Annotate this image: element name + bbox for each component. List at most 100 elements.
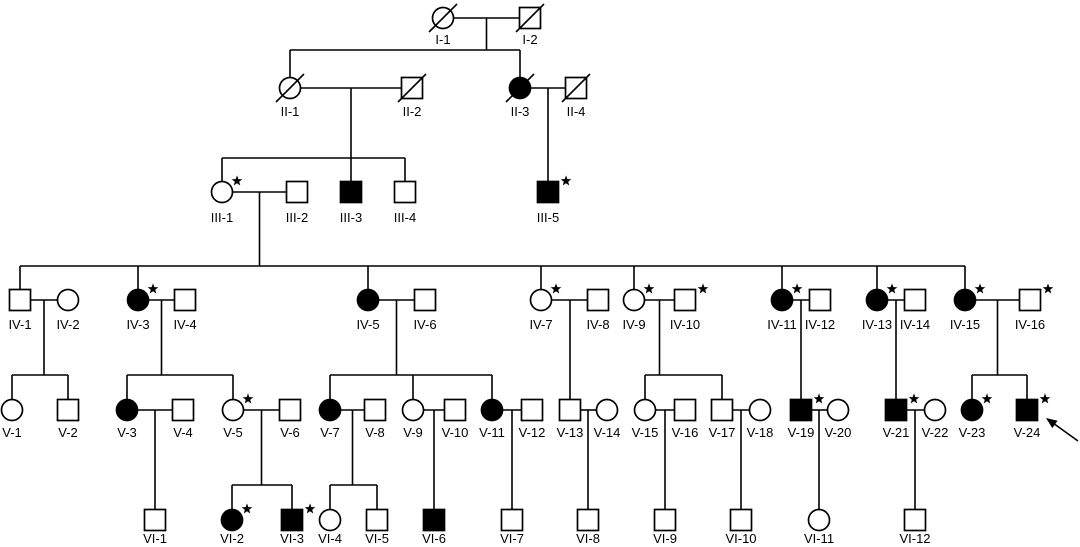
affected-male-square-icon xyxy=(536,180,560,204)
individual-label: III-2 xyxy=(286,210,308,225)
male-square-icon xyxy=(576,508,600,532)
star-icon xyxy=(886,283,898,294)
star-icon xyxy=(1042,283,1054,294)
proband-arrow-icon xyxy=(1046,418,1058,429)
individual-i-2: I-2 xyxy=(515,3,545,47)
star-icon xyxy=(908,393,920,404)
individual-label: V-17 xyxy=(709,425,736,440)
individual-label: IV-2 xyxy=(56,317,79,332)
individual-label: IV-6 xyxy=(413,317,436,332)
individual-label: V-15 xyxy=(632,425,659,440)
individual-label: III-1 xyxy=(211,210,233,225)
star-icon xyxy=(147,283,159,294)
individual-vi-5: VI-5 xyxy=(365,508,389,546)
individual-vi-2: VI-2 xyxy=(220,503,253,546)
individual-v-19: V-19 xyxy=(788,393,825,440)
individual-v-7: V-7 xyxy=(318,398,342,440)
star-icon xyxy=(981,393,993,404)
individual-v-17: V-17 xyxy=(709,398,736,440)
individual-label: VI-9 xyxy=(653,531,677,546)
individual-iv-14: IV-14 xyxy=(900,288,930,332)
individual-label: VI-3 xyxy=(280,531,304,546)
individual-label: IV-12 xyxy=(805,317,835,332)
male-square-icon xyxy=(285,180,309,204)
female-circle-icon xyxy=(318,508,342,532)
individual-iv-4: IV-4 xyxy=(173,288,197,332)
female-circle-icon xyxy=(748,398,772,422)
affected-male-square-icon xyxy=(789,398,813,422)
affected-male-square-icon xyxy=(884,398,908,422)
affected-female-circle-icon xyxy=(770,288,794,312)
deceased-slash-icon xyxy=(505,73,535,103)
affected-male-square-icon xyxy=(422,508,446,532)
individual-iv-8: IV-8 xyxy=(586,288,610,332)
individual-label: V-2 xyxy=(58,425,78,440)
individual-ii-2: II-2 xyxy=(397,73,427,119)
individual-label: IV-10 xyxy=(670,317,700,332)
male-square-icon xyxy=(363,398,387,422)
affected-female-circle-icon xyxy=(126,288,150,312)
star-icon xyxy=(241,503,253,514)
star-icon xyxy=(304,503,316,514)
individual-v-10: V-10 xyxy=(442,398,468,440)
individual-v-13: V-13 xyxy=(557,398,583,440)
individual-label: III-5 xyxy=(537,210,559,225)
female-circle-icon xyxy=(923,398,947,422)
male-square-icon xyxy=(173,288,197,312)
male-square-icon xyxy=(586,288,610,312)
affected-female-circle-icon xyxy=(865,288,889,312)
female-circle-icon xyxy=(807,508,831,532)
affected-male-square-icon xyxy=(1015,398,1039,422)
star-icon xyxy=(1039,393,1051,404)
individual-vi-1: VI-1 xyxy=(143,508,167,546)
individual-v-6: V-6 xyxy=(278,398,302,440)
individual-vi-12: VI-12 xyxy=(899,508,931,546)
male-square-icon xyxy=(1018,288,1042,312)
affected-female-circle-icon xyxy=(480,398,504,422)
individual-label: V-7 xyxy=(320,425,340,440)
individual-label: III-3 xyxy=(340,210,362,225)
deceased-slash-icon xyxy=(275,73,305,103)
individual-label: VI-5 xyxy=(365,531,389,546)
individual-i-1: I-1 xyxy=(428,3,458,47)
individual-label: VI-2 xyxy=(220,531,244,546)
star-icon xyxy=(242,393,254,404)
individual-iv-16: IV-16 xyxy=(1015,283,1054,332)
individual-label: V-14 xyxy=(594,425,621,440)
individual-v-16: V-16 xyxy=(672,398,699,440)
male-square-icon xyxy=(710,398,734,422)
individual-label: V-21 xyxy=(883,425,910,440)
star-icon xyxy=(560,175,572,186)
deceased-slash-icon xyxy=(397,73,427,103)
relationship-lines xyxy=(11,17,1028,510)
individual-label: V-1 xyxy=(2,425,22,440)
affected-female-circle-icon xyxy=(356,288,380,312)
female-circle-icon xyxy=(0,398,24,422)
star-icon xyxy=(974,283,986,294)
individual-v-21: V-21 xyxy=(883,393,920,440)
individual-ii-1: II-1 xyxy=(275,73,305,119)
individual-vi-4: VI-4 xyxy=(318,508,342,546)
individual-label: IV-8 xyxy=(586,317,609,332)
male-square-icon xyxy=(393,180,417,204)
affected-female-circle-icon xyxy=(115,398,139,422)
individual-label: I-2 xyxy=(522,32,537,47)
individual-iv-15: IV-15 xyxy=(950,283,986,332)
star-icon xyxy=(231,175,243,186)
individual-label: IV-3 xyxy=(126,317,149,332)
individual-label: V-20 xyxy=(825,425,852,440)
individual-label: V-12 xyxy=(519,425,546,440)
affected-male-square-icon xyxy=(280,508,304,532)
affected-female-circle-icon xyxy=(318,398,342,422)
individual-vi-7: VI-7 xyxy=(500,508,524,546)
male-square-icon xyxy=(8,288,32,312)
individual-label: V-16 xyxy=(672,425,699,440)
individual-label: V-11 xyxy=(479,425,505,440)
deceased-slash-icon xyxy=(515,3,545,33)
male-square-icon xyxy=(673,288,697,312)
individual-label: IV-11 xyxy=(767,317,796,332)
individual-v-22: V-22 xyxy=(922,398,948,440)
individual-label: V-3 xyxy=(117,425,137,440)
individual-iv-7: IV-7 xyxy=(529,283,562,332)
